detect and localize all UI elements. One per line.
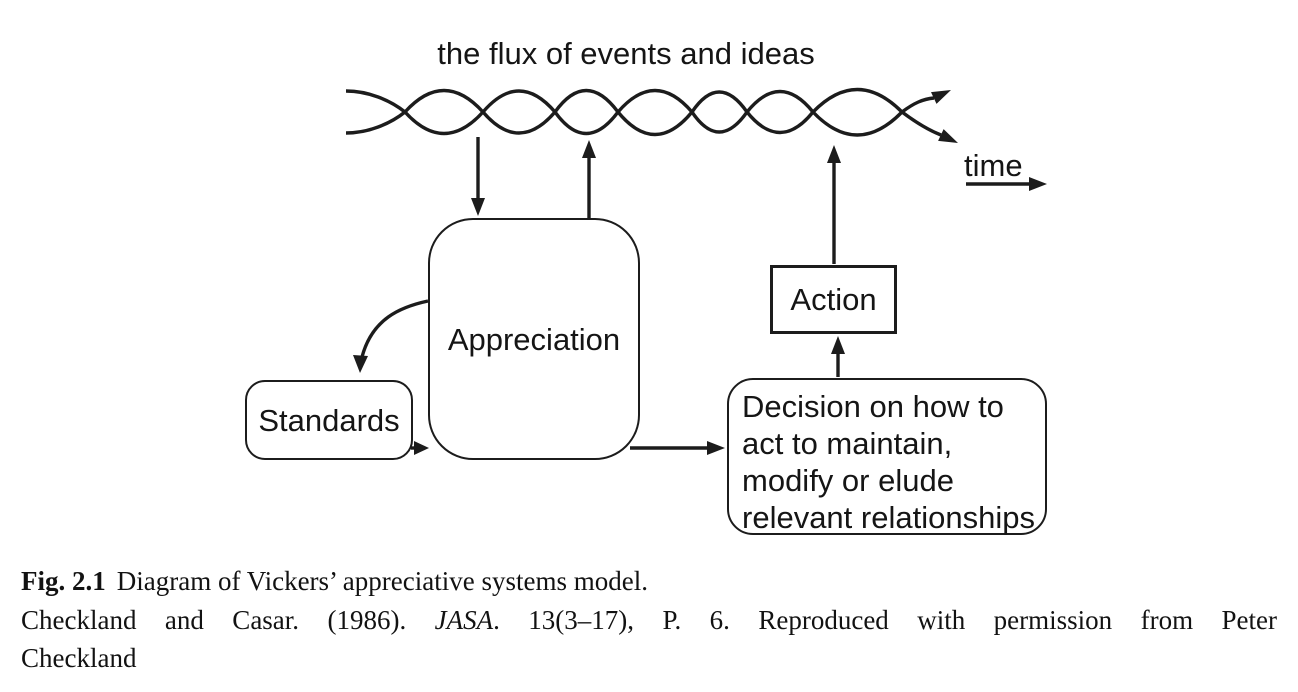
decision-box-line-1: Decision on how to	[742, 389, 1004, 424]
time-label: time	[964, 148, 1023, 183]
standards-to-appreciation-arrow	[411, 441, 429, 455]
decision-box-line-3: modify or elude	[742, 463, 954, 498]
decision-box-line-4: relevant relationships	[742, 500, 1035, 535]
appreciation-to-flux-arrow	[582, 140, 596, 218]
caption-credit-overflow: Checkland	[21, 643, 137, 673]
figure-caption: Fig. 2.1 Diagram of Vickers’ appreciative…	[21, 562, 1277, 678]
standards-box: Standards	[245, 380, 413, 460]
caption-title-text: Diagram of Vickers’ appreciative systems…	[116, 566, 648, 596]
appreciation-to-standards-arrow	[353, 299, 429, 373]
diagram-lines	[345, 87, 1047, 455]
caption-credit-line: Checkland and Casar. (1986). JASA. 13(3–…	[21, 601, 1277, 640]
appreciation-box-label: Appreciation	[447, 321, 621, 357]
appreciation-box: Appreciation	[428, 218, 640, 460]
time-arrow	[966, 177, 1047, 191]
action-box-label: Action	[790, 282, 877, 317]
action-to-flux-arrow	[827, 145, 841, 264]
caption-title-line: Fig. 2.1 Diagram of Vickers’ appreciative…	[21, 562, 1277, 601]
flux-wave-b	[345, 87, 942, 137]
decision-box: Decision on how to act to maintain, modi…	[727, 378, 1047, 535]
caption-figure-number: Fig. 2.1	[21, 566, 106, 596]
appreciation-to-decision-arrow	[630, 441, 725, 455]
caption-credit-post: . 13(3–17), P. 6. Reproduced with permis…	[493, 604, 1277, 635]
decision-box-line-2: act to maintain,	[742, 426, 953, 461]
standards-box-label: Standards	[258, 402, 400, 438]
flux-label: the flux of events and ideas	[437, 36, 815, 71]
decision-to-action-arrow	[831, 336, 845, 377]
caption-journal-name: JASA	[434, 604, 494, 635]
flux-wave-a	[345, 88, 935, 137]
flux-upper-arrowhead	[931, 90, 951, 104]
action-box: Action	[770, 265, 897, 334]
flux-lower-arrowhead	[938, 129, 958, 143]
caption-credit-pre: Checkland and Casar. (1986).	[21, 604, 435, 635]
flux-to-appreciation-arrow	[471, 137, 485, 216]
